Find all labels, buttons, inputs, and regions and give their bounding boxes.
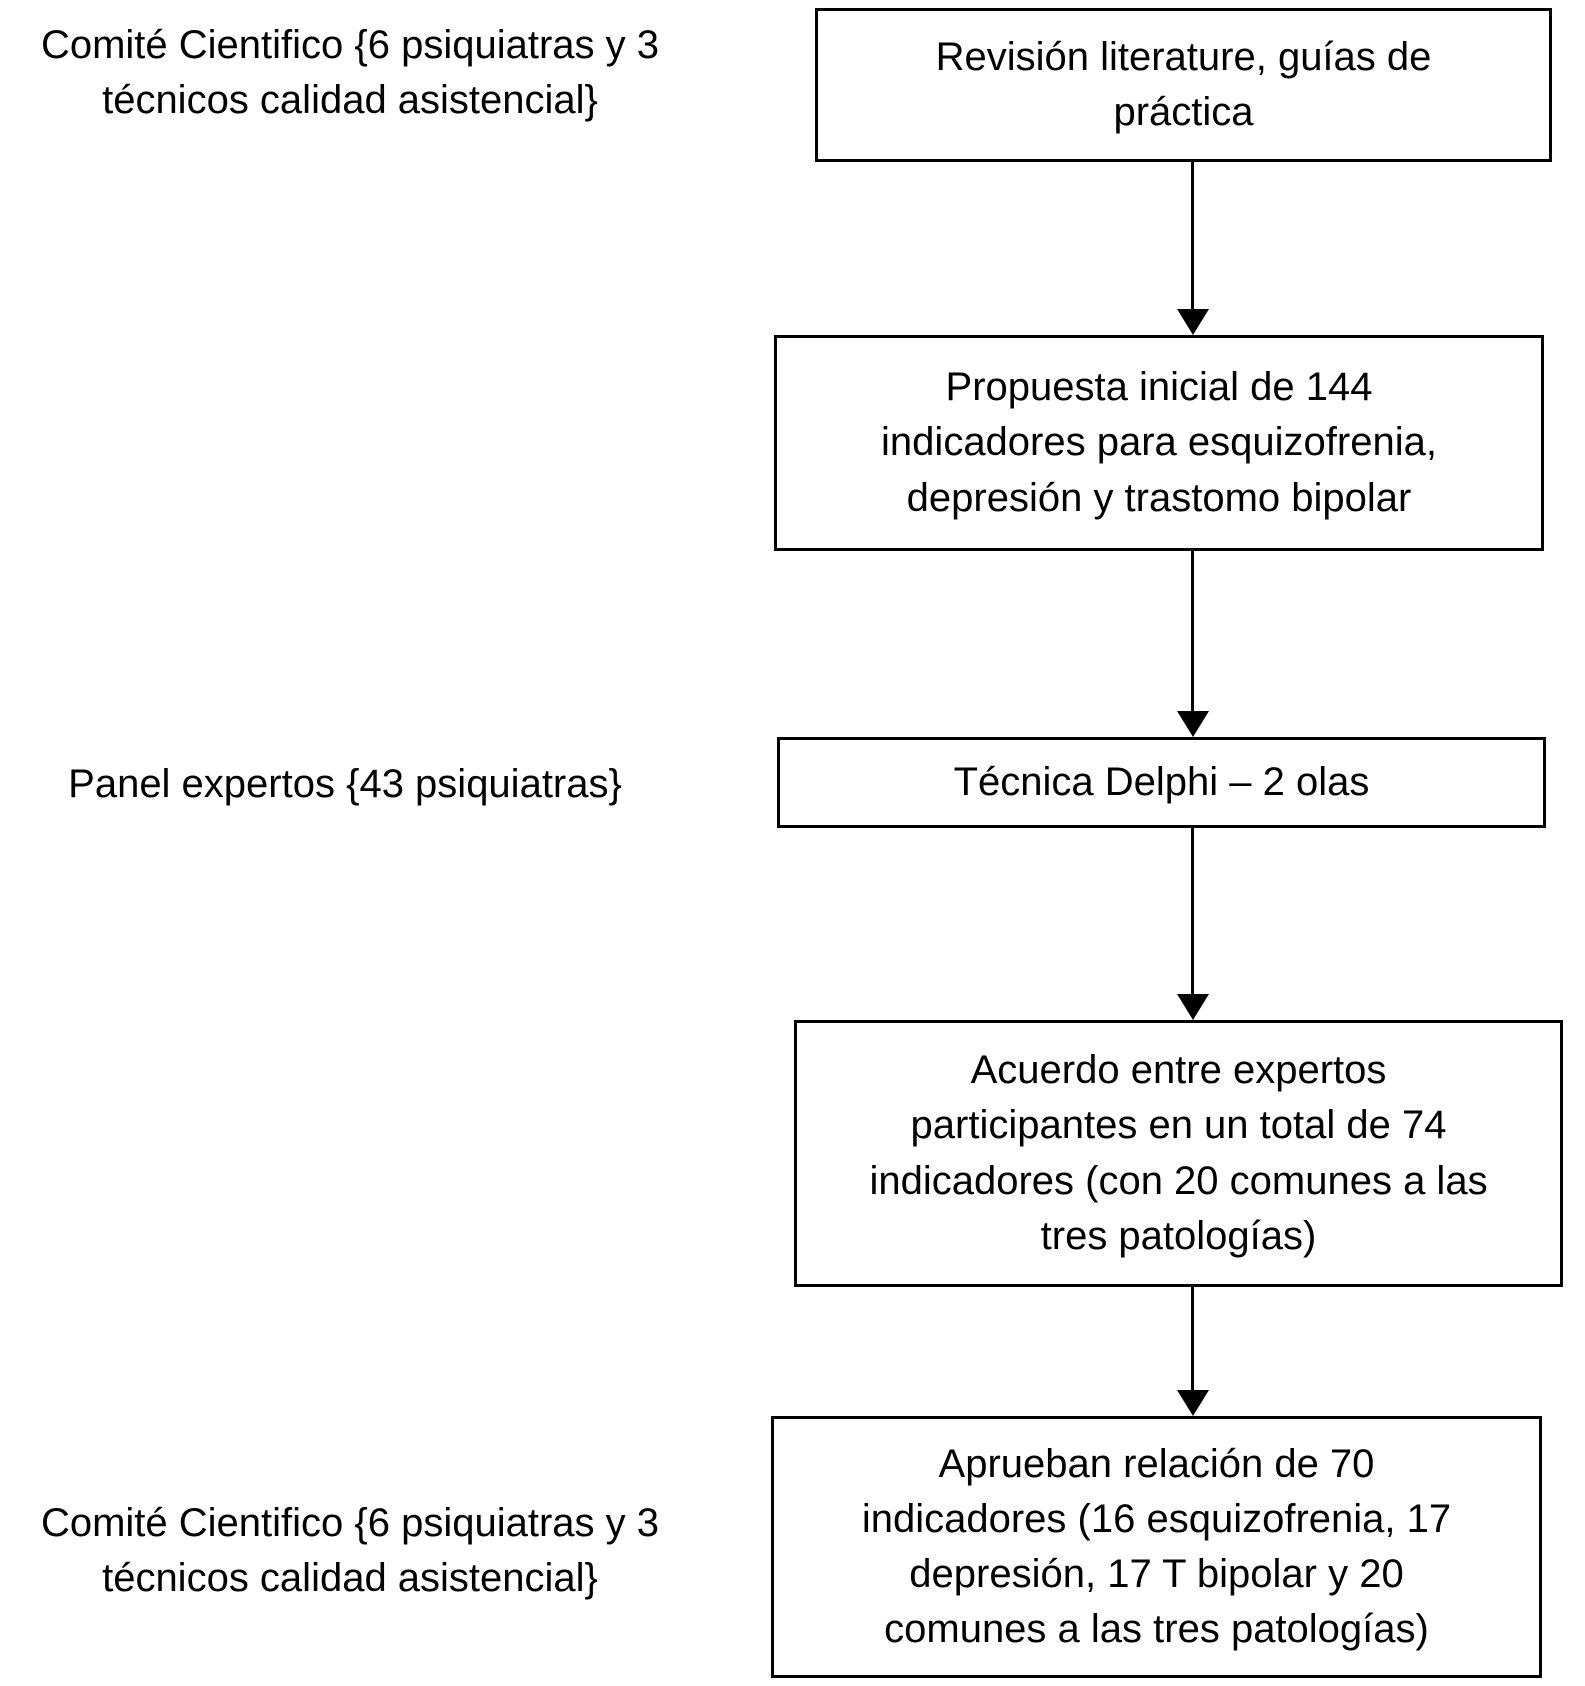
flow-box-revision-text: Revisión literature, guías de práctica bbox=[935, 34, 1432, 134]
label-comite-cientifico-bottom: Comité Cientifico {6 psiquiatras y 3 téc… bbox=[40, 1501, 660, 1601]
arrow-line-2 bbox=[1191, 551, 1194, 713]
arrow-line-1 bbox=[1191, 162, 1194, 312]
flow-box-delphi-text: Técnica Delphi – 2 olas bbox=[953, 759, 1370, 804]
arrow-line-4 bbox=[1191, 1287, 1194, 1392]
flow-box-propuesta-inicial: Propuesta inicial de 144 indicadores par… bbox=[774, 335, 1544, 551]
flow-box-propuesta-text: Propuesta inicial de 144 indicadores par… bbox=[881, 365, 1437, 520]
arrow-down-icon-1 bbox=[1177, 309, 1209, 335]
flow-box-acuerdo-text: Acuerdo entre expertos participantes en … bbox=[869, 1048, 1488, 1258]
flow-box-tecnica-delphi: Técnica Delphi – 2 olas bbox=[777, 737, 1546, 828]
flow-box-aprueban-relacion: Aprueban relación de 70 indicadores (16 … bbox=[771, 1416, 1542, 1678]
arrow-down-icon-4 bbox=[1177, 1390, 1209, 1416]
arrow-down-icon-2 bbox=[1177, 711, 1209, 737]
label-comite-cientifico-top: Comité Cientifico {6 psiquiatras y 3 téc… bbox=[40, 23, 660, 123]
arrow-down-icon-3 bbox=[1177, 994, 1209, 1020]
flow-box-revision-literatura: Revisión literature, guías de práctica bbox=[815, 8, 1552, 162]
label-panel-expertos: Panel expertos {43 psiquiatras} bbox=[68, 762, 622, 806]
arrow-line-3 bbox=[1191, 828, 1194, 996]
flow-box-acuerdo-expertos: Acuerdo entre expertos participantes en … bbox=[794, 1020, 1563, 1287]
flow-box-aprueban-text: Aprueban relación de 70 indicadores (16 … bbox=[861, 1441, 1452, 1652]
